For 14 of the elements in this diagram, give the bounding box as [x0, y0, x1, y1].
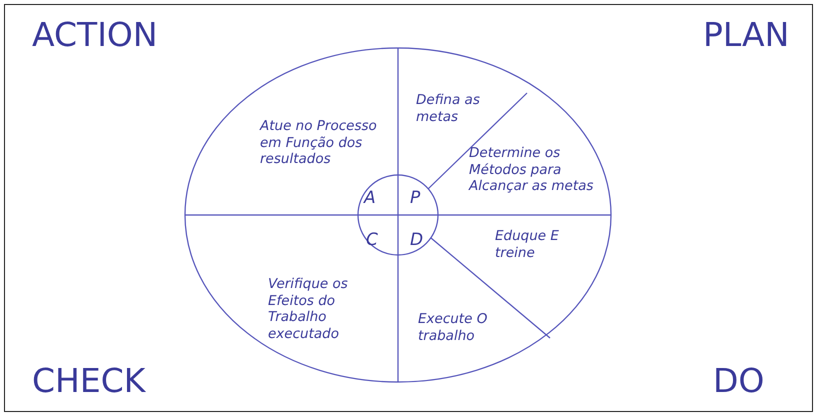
- quadrant-letter: A: [364, 188, 376, 208]
- sector-text: Determine os Métodos para Alcançar as metas: [469, 145, 599, 194]
- sector-text: Execute O trabalho: [418, 311, 518, 344]
- quadrant-letter: P: [410, 188, 420, 208]
- quadrant-heading: ACTION: [32, 16, 158, 54]
- quadrant-letter: C: [366, 230, 378, 250]
- sector-text: Verifique os Efeitos do Trabalho executado: [268, 276, 378, 342]
- sector-text: Atue no Processo em Função dos resultados: [260, 118, 380, 168]
- sector-text: Defina as metas: [416, 92, 506, 125]
- quadrant-heading: CHECK: [32, 362, 146, 400]
- sector-text: Eduque E treine: [495, 228, 585, 261]
- quadrant-heading: PLAN: [703, 16, 790, 54]
- quadrant-heading: DO: [713, 362, 764, 400]
- quadrant-letter: D: [410, 230, 424, 250]
